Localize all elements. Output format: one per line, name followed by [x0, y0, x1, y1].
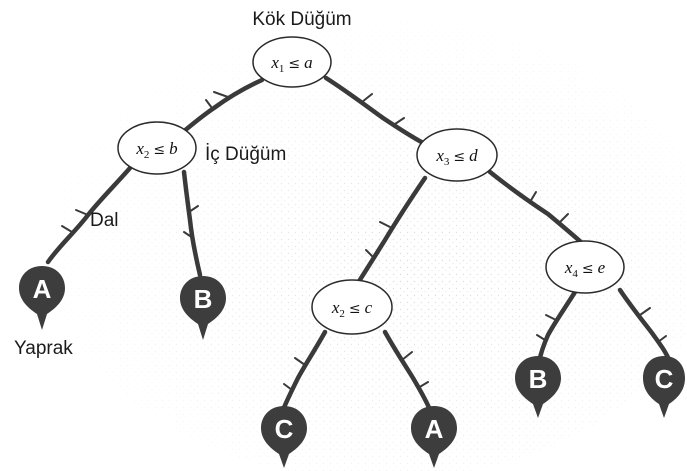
node-sub: 2	[339, 308, 345, 320]
node-op: ≤	[453, 149, 465, 165]
internal-node-label: İç Düğüm	[205, 144, 286, 165]
node-var: x	[435, 146, 444, 165]
branch-n3-n5	[487, 169, 585, 246]
node-sub: 3	[444, 156, 450, 168]
branch-twig	[61, 209, 89, 233]
branch-n4-leaf-a	[382, 329, 433, 413]
svg-text:x2≤c: x2 ≤c	[331, 298, 373, 320]
decision-node-n5: x4 ≤e	[545, 240, 625, 294]
branch-twig	[365, 221, 393, 259]
branch-n4-leaf-c	[280, 329, 328, 413]
leaf-node-b-right: B	[515, 356, 561, 418]
node-var: x	[564, 258, 573, 277]
node-op: ≤	[288, 56, 300, 72]
branch-twig	[536, 314, 557, 341]
svg-text:x4≤e: x4 ≤e	[564, 258, 606, 280]
node-val: e	[598, 258, 606, 277]
leaf-node-a-left: A	[19, 266, 65, 330]
branch-twig	[639, 307, 667, 343]
leaf-node-a-mid: A	[411, 406, 457, 468]
node-var: x	[270, 53, 279, 72]
node-val: b	[169, 139, 178, 158]
node-sub: 2	[144, 149, 150, 161]
branch-n5-leaf-b	[536, 289, 578, 365]
node-val: a	[304, 53, 313, 72]
decision-node-root: x1≤a	[252, 36, 332, 88]
node-sub: 1	[279, 63, 285, 75]
branch-twig	[361, 93, 405, 125]
svg-text:x3≤d: x3≤d	[435, 146, 478, 168]
leaf-label-caption: Yaprak	[14, 338, 73, 359]
branch-root-left	[180, 77, 265, 135]
branch-twig	[529, 191, 569, 223]
branch-root-right	[323, 75, 428, 147]
leaf-label: A	[425, 414, 444, 444]
leaf-label: A	[33, 274, 52, 304]
node-op: ≤	[153, 142, 165, 158]
decision-node-n3: x3≤d	[416, 128, 498, 182]
branch-twig	[183, 205, 199, 239]
branches	[45, 75, 673, 413]
decision-node-n2: x2≤b	[117, 121, 197, 175]
svg-text:x2≤b: x2≤b	[135, 139, 177, 161]
leaf-label: B	[194, 284, 213, 314]
node-var: x	[135, 139, 144, 158]
branch-n2-leaf-b	[181, 169, 203, 278]
leaf-label: C	[655, 364, 674, 394]
branch-label: Dal	[90, 210, 119, 231]
leaf-label: C	[275, 414, 294, 444]
node-op: ≤	[349, 301, 361, 317]
node-sub: 4	[572, 268, 578, 280]
node-val: c	[365, 298, 373, 317]
leaf-node-b-left: B	[180, 276, 226, 340]
leaf-label: B	[529, 364, 548, 394]
node-val: d	[469, 146, 478, 165]
root-node-label: Kök Düğüm	[252, 9, 351, 30]
leaf-node-c-mid: C	[261, 406, 307, 468]
branch-n3-n4	[353, 175, 428, 289]
node-var: x	[331, 298, 340, 317]
branch-twig	[401, 351, 429, 389]
branch-n5-leaf-c	[617, 287, 673, 365]
branch-twig	[205, 91, 229, 109]
leaf-node-c-right: C	[643, 356, 685, 418]
decision-node-n4: x2 ≤c	[311, 279, 393, 335]
svg-text:x1≤a: x1≤a	[270, 53, 312, 75]
branch-twig	[283, 357, 306, 391]
node-op: ≤	[582, 261, 594, 277]
